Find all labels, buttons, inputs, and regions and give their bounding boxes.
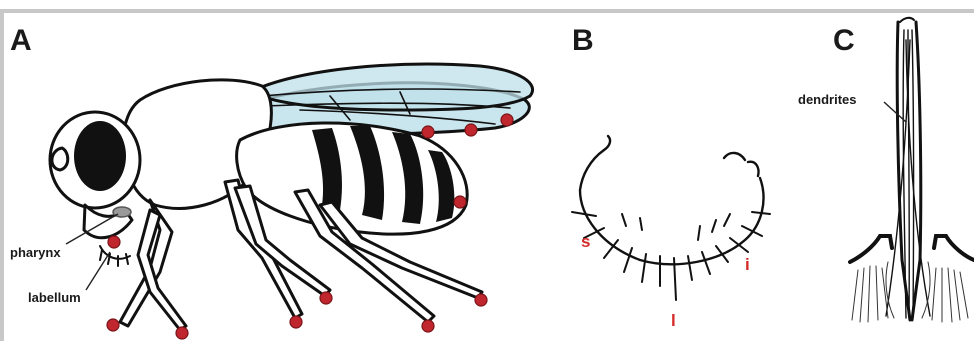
panel-a-letter: A bbox=[10, 24, 32, 57]
panel-b-letter: B bbox=[572, 24, 594, 57]
sensilla-i-label: i bbox=[745, 255, 750, 274]
taste-dot bbox=[422, 320, 434, 332]
sensilla-l-label: l bbox=[671, 311, 676, 330]
taste-dot bbox=[465, 124, 477, 136]
panel-a: A bbox=[10, 24, 533, 339]
panel-c-letter: C bbox=[833, 24, 855, 57]
taste-dot bbox=[290, 316, 302, 328]
sensillum-drawing bbox=[850, 18, 974, 322]
dendrites-label: dendrites bbox=[798, 92, 857, 107]
taste-dot bbox=[454, 196, 466, 208]
taste-dot bbox=[475, 294, 487, 306]
labellum-outline bbox=[580, 136, 764, 264]
dendrite-bundle bbox=[886, 30, 930, 318]
sensilla-bristles bbox=[572, 212, 770, 300]
taste-dot bbox=[176, 327, 188, 339]
labellum-organ bbox=[100, 246, 130, 266]
pharynx-label: pharynx bbox=[10, 245, 61, 260]
panel-c: C dendrites bbox=[798, 18, 974, 322]
taste-dot bbox=[320, 292, 332, 304]
labellum-label: labellum bbox=[28, 290, 81, 305]
panel-b: B s i l bbox=[572, 24, 770, 330]
taste-dot bbox=[108, 236, 120, 248]
taste-dot bbox=[422, 126, 434, 138]
taste-dot bbox=[501, 114, 513, 126]
taste-dot bbox=[107, 319, 119, 331]
fly-eye bbox=[74, 121, 126, 191]
sensilla-s-label: s bbox=[581, 232, 590, 251]
fly-antenna bbox=[52, 148, 68, 170]
fly-abdomen bbox=[237, 123, 468, 234]
